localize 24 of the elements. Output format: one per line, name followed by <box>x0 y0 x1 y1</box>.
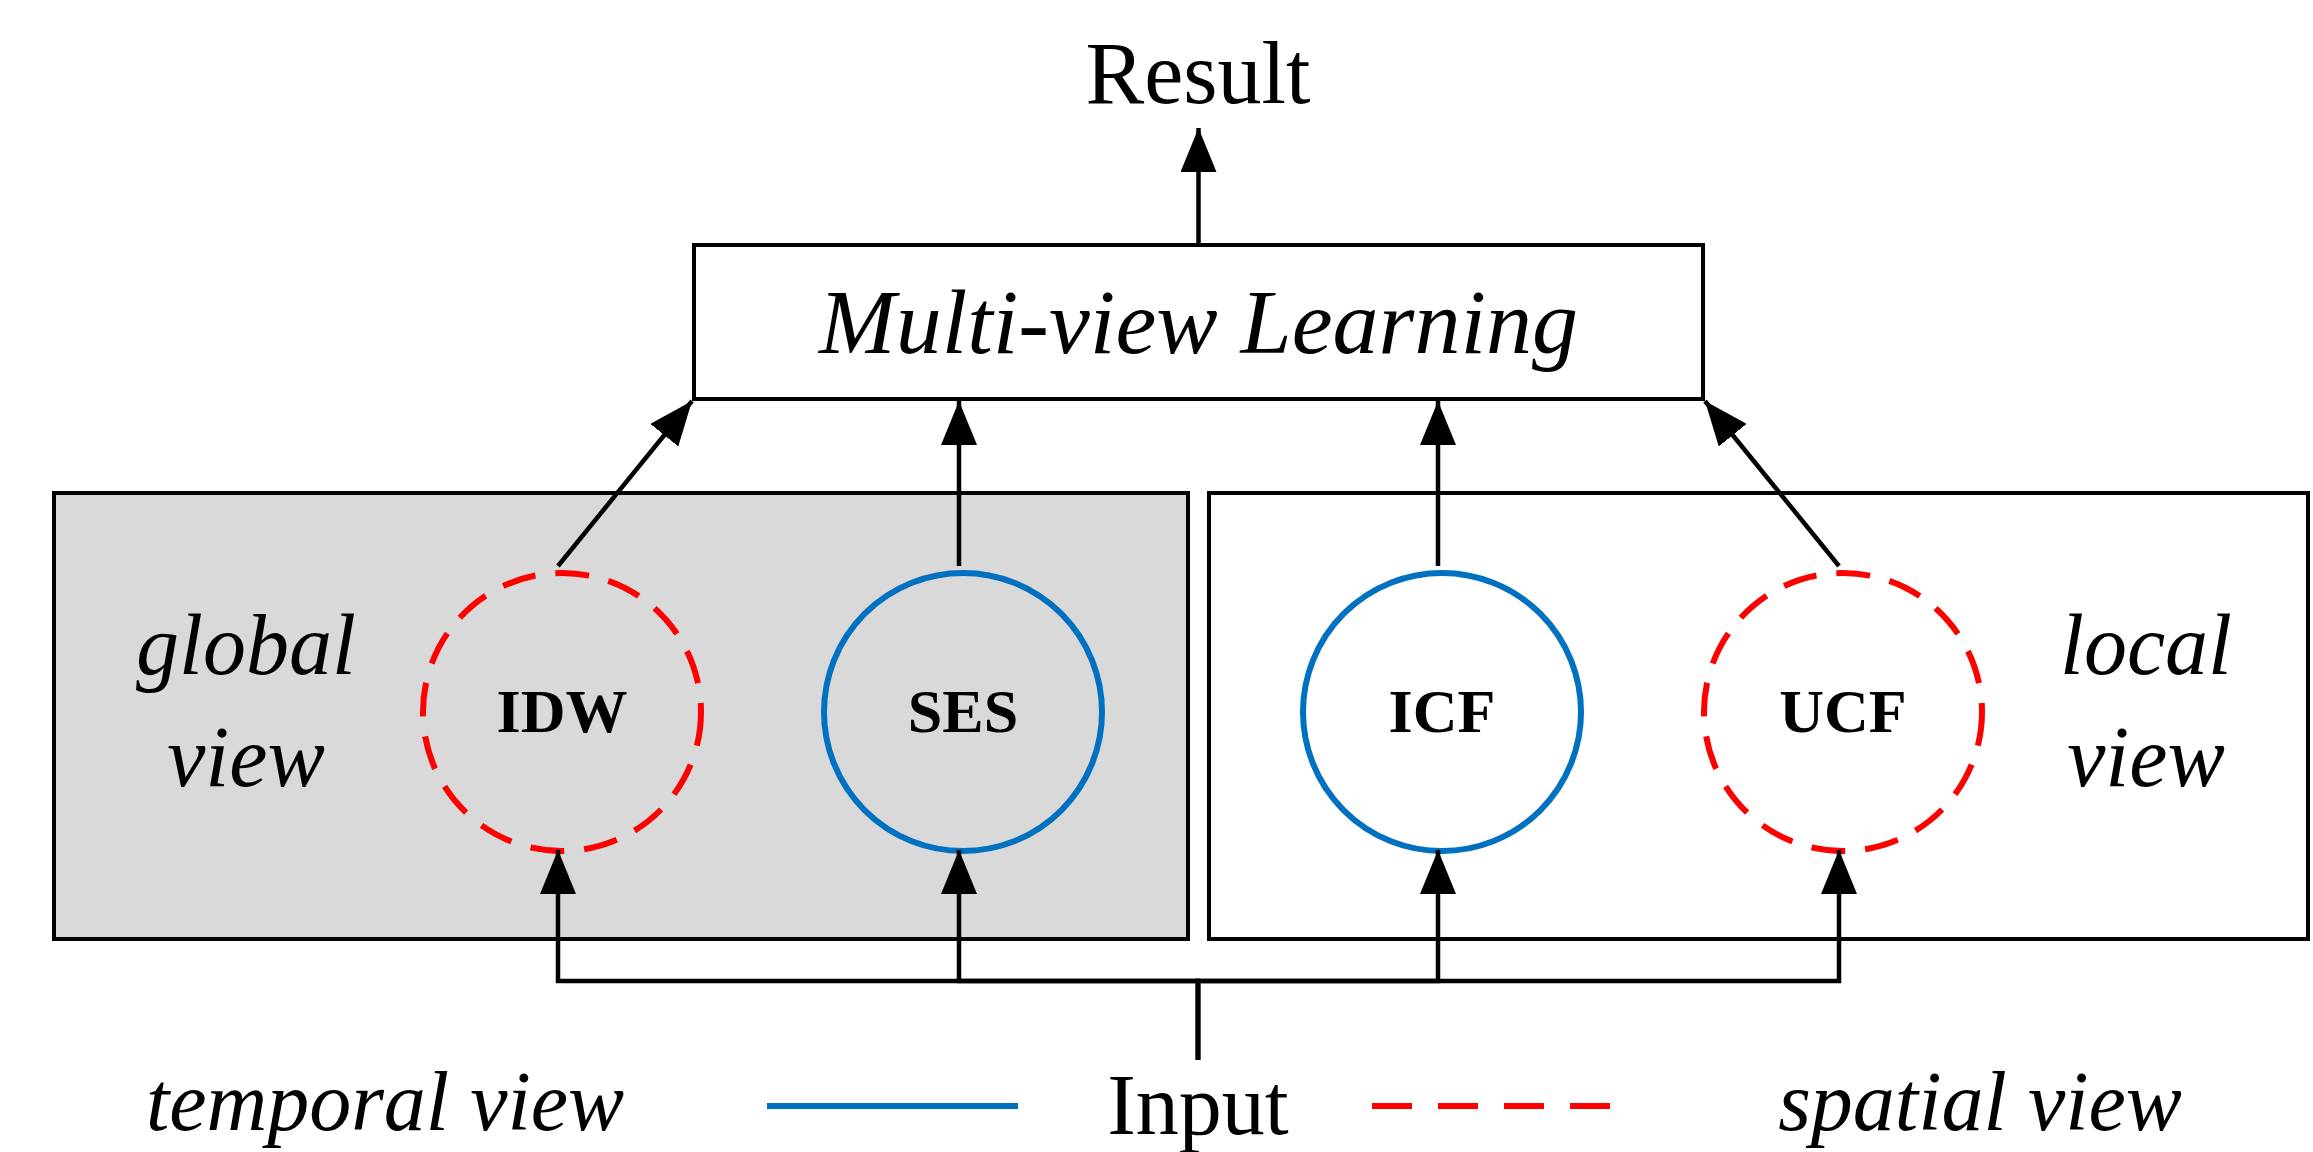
method-circle <box>420 570 704 854</box>
label-text: Result <box>1084 28 1312 121</box>
method-label: IDW <box>495 679 629 745</box>
arrow <box>1180 128 1217 243</box>
view-label: global view <box>135 596 357 807</box>
method-circle <box>821 570 1105 854</box>
arrow <box>941 401 977 566</box>
box-label: Multi-view Learning <box>819 273 1578 371</box>
method-label: SES <box>906 679 1020 745</box>
arrow <box>1195 850 1857 1060</box>
method-label: UCF <box>1778 679 1908 745</box>
legend-label: temporal view <box>144 1058 626 1147</box>
view-panel <box>52 491 1190 941</box>
method-circle <box>1701 570 1985 854</box>
view-label: local view <box>2059 596 2233 807</box>
legend-label: spatial view <box>1777 1058 2183 1147</box>
arrow <box>1420 401 1456 566</box>
arrow <box>556 399 694 568</box>
view-panel <box>1207 491 2310 941</box>
process-box <box>692 243 1705 401</box>
method-circle <box>1300 570 1584 854</box>
method-label: ICF <box>1387 679 1497 745</box>
label-text: Input <box>1106 1060 1290 1151</box>
arrow <box>1703 399 1841 568</box>
